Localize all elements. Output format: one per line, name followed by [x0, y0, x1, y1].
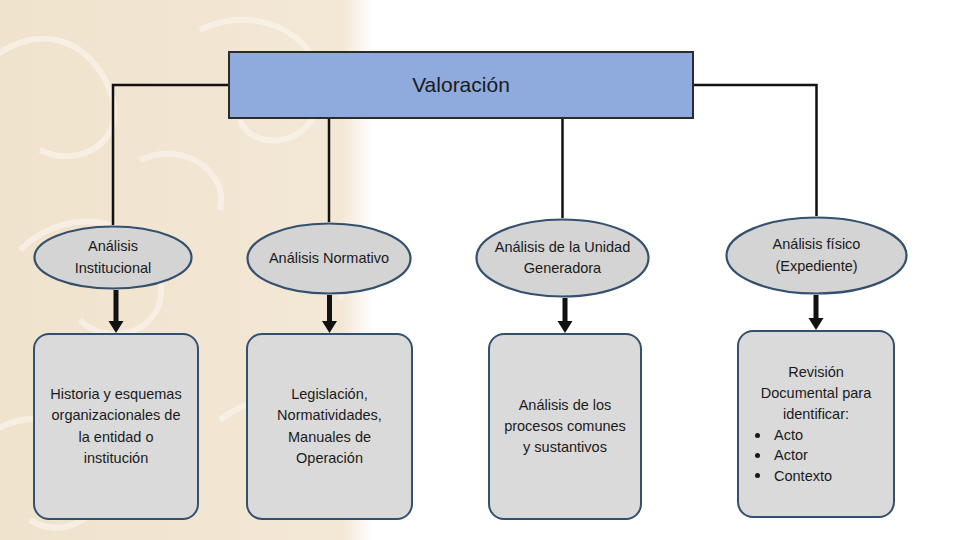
ellipse-shape: [248, 224, 411, 294]
bullet-row: Acto: [755, 425, 803, 445]
title-box: Valoración: [228, 51, 694, 119]
detail-box: Análisis de los procesos comunes y susta…: [488, 333, 642, 520]
block-arrow: [563, 298, 568, 321]
node-text: Revisión Documental para identificar:: [751, 362, 881, 425]
bullet-text: Actor: [774, 445, 808, 465]
connector-line: [328, 119, 331, 222]
connector-line: [561, 119, 564, 218]
bullet-marker: [755, 433, 760, 438]
analysis-ellipse: Análisis Normativo: [246, 222, 412, 295]
ellipse-outline: [475, 218, 650, 298]
ellipse-shape: [35, 227, 192, 289]
node-text: Valoración: [412, 70, 510, 100]
block-arrow: [814, 295, 819, 318]
bullet-marker: [755, 473, 760, 478]
bullet-row: Actor: [755, 445, 808, 465]
bullet-text: Contexto: [774, 466, 832, 486]
node-text: Análisis de los procesos comunes y susta…: [502, 395, 628, 458]
block-arrow: [327, 295, 332, 321]
analysis-ellipse: Análisis de la Unidad Generadora: [475, 218, 650, 298]
block-arrow: [114, 290, 119, 321]
node-text: Historia y esquemas organizacionales de …: [47, 384, 185, 468]
bullet-text: Acto: [774, 425, 803, 445]
connector-line: [113, 85, 228, 225]
ellipse-shape: [727, 218, 907, 294]
node-text: Análisis de la Unidad Generadora: [493, 237, 632, 279]
detail-box: Revisión Documental para identificar:Act…: [737, 330, 895, 518]
node-text: Análisis físico (Expediente): [743, 234, 890, 276]
detail-box: Historia y esquemas organizacionales de …: [33, 333, 199, 520]
analysis-ellipse: Análisis Institucional: [33, 225, 193, 290]
ellipse-outline: [33, 225, 193, 290]
bullet-marker: [755, 453, 760, 458]
detail-box: Legislación, Normatividades, Manuales de…: [246, 333, 413, 520]
connector-line: [694, 85, 817, 216]
bullet-row: Contexto: [755, 466, 832, 486]
node-text: Análisis Institucional: [51, 236, 175, 278]
ellipse-outline: [725, 216, 908, 295]
node-text: Análisis Normativo: [269, 248, 389, 269]
node-text: Legislación, Normatividades, Manuales de…: [260, 384, 399, 468]
analysis-ellipse: Análisis físico (Expediente): [725, 216, 908, 295]
ellipse-shape: [477, 220, 649, 297]
